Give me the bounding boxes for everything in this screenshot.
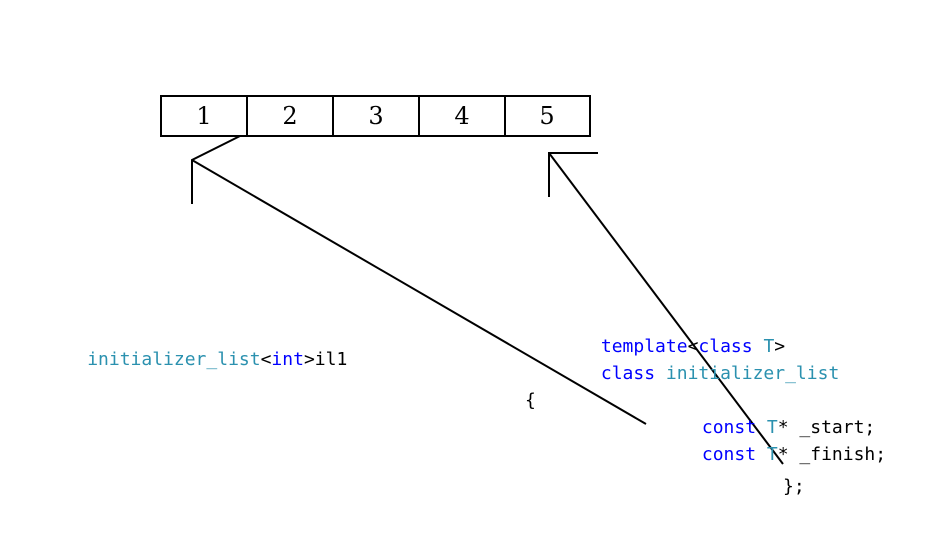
angle-open: <	[261, 349, 272, 370]
brace-close: };	[783, 476, 805, 497]
member-type: T	[767, 417, 778, 438]
array-cell-value: 5	[539, 102, 554, 130]
left-code-line: initializer_list<int>il1	[33, 349, 380, 370]
array-cell-value: 1	[196, 102, 211, 130]
start-pointer	[191, 135, 647, 425]
array-row: 1 2 3 4 5	[160, 95, 591, 137]
finish-pointer-bracket	[548, 152, 598, 197]
template-line: template<class T>	[525, 336, 839, 357]
array-cell-2: 2	[246, 95, 334, 137]
member-decl: * _finish;	[778, 444, 886, 465]
brace-open: {	[525, 390, 536, 411]
class-name: initializer_list	[666, 363, 839, 384]
finish-pointer-line	[548, 152, 784, 465]
type-name: initializer_list	[87, 349, 260, 370]
class-line: class initializer_list	[525, 363, 893, 384]
const-keyword: const	[702, 417, 756, 438]
finish-pointer	[548, 152, 784, 465]
member-finish-line: const T* _finish;	[626, 444, 932, 465]
array-cell-5: 5	[504, 95, 591, 137]
array-cell-3: 3	[332, 95, 420, 137]
array-cell-value: 3	[368, 102, 383, 130]
member-start-line: const T* _start;	[626, 417, 929, 438]
class-keyword: class	[601, 363, 655, 384]
const-keyword: const	[702, 444, 756, 465]
start-pointer-line	[191, 159, 647, 425]
array-cell-value: 2	[282, 102, 297, 130]
template-angle-close: >	[774, 336, 785, 357]
array-cell-value: 4	[454, 102, 469, 130]
array-cell-1: 1	[160, 95, 248, 137]
template-param: T	[763, 336, 774, 357]
member-decl: * _start;	[778, 417, 876, 438]
member-type: T	[767, 444, 778, 465]
variable-name: il1	[315, 349, 348, 370]
template-keyword: template	[601, 336, 688, 357]
array-cell-4: 4	[418, 95, 506, 137]
int-keyword: int	[271, 349, 304, 370]
class-definition-code: template<class T> class initializer_list…	[525, 336, 932, 497]
template-angle-open: <	[688, 336, 699, 357]
class-keyword: class	[698, 336, 752, 357]
start-pointer-bracket	[191, 135, 241, 204]
angle-close: >	[304, 349, 315, 370]
